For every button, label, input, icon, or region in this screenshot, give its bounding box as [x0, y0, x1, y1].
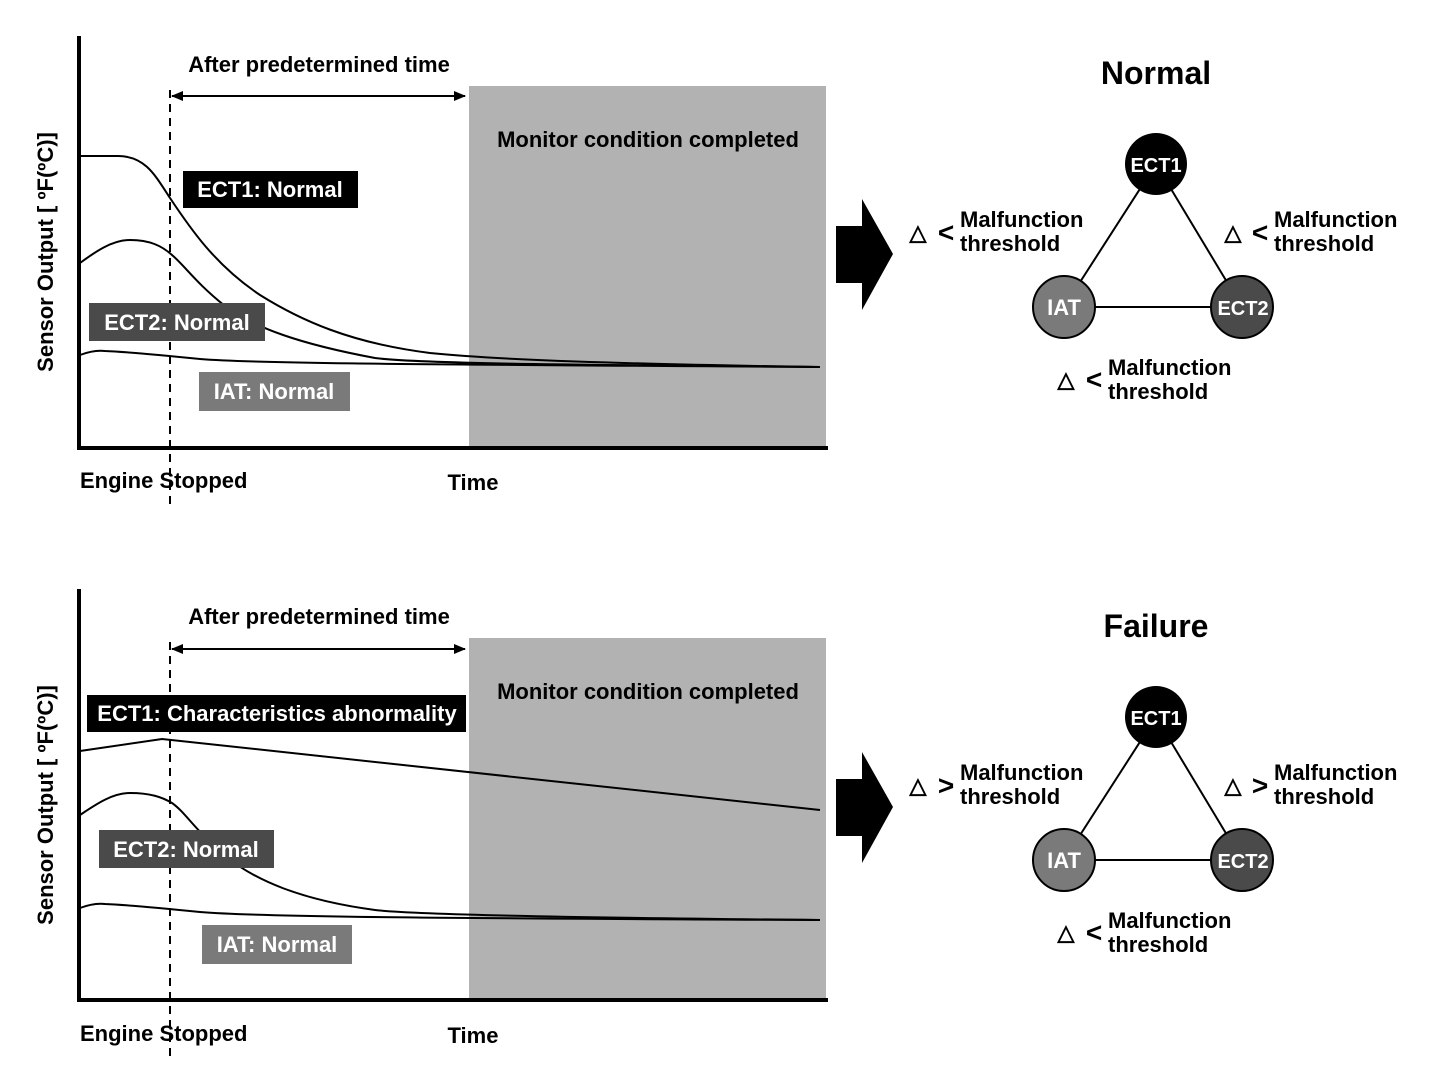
threshold-line1: Malfunction — [960, 207, 1083, 232]
x-label-engine-stopped: Engine Stopped — [80, 1021, 247, 1046]
compare-symbol: > — [938, 770, 954, 801]
compare-symbol: < — [938, 217, 954, 248]
compare-symbol: < — [1086, 917, 1102, 948]
threshold-line1: Malfunction — [1108, 908, 1231, 933]
ect1-label-box: ECT1: Characteristics abnormality — [87, 695, 466, 732]
threshold-line2: threshold — [1274, 231, 1374, 256]
node-ect1-label: ECT1 — [1130, 155, 1181, 177]
monitor-label: Monitor condition completed — [497, 679, 799, 704]
node-ect1-label: ECT1 — [1130, 708, 1181, 730]
iat-curve — [79, 902, 821, 921]
ect1-label: ECT1: Characteristics abnormality — [97, 701, 457, 726]
threshold-line2: threshold — [1108, 932, 1208, 957]
ect2-label-box: ECT2: Normal — [89, 303, 265, 341]
iat-label-box: IAT: Normal — [199, 372, 350, 411]
x-label-engine-stopped: Engine Stopped — [80, 468, 247, 493]
ect2-label: ECT2: Normal — [104, 310, 249, 335]
delta-icon: △ — [1057, 367, 1076, 392]
ect1-label: ECT1: Normal — [197, 177, 342, 202]
diagram-title: Normal — [1101, 55, 1211, 91]
threshold-line2: threshold — [960, 231, 1060, 256]
diagram-title: Failure — [1104, 608, 1209, 644]
top-panel: Monitor condition completed After predet… — [33, 36, 1397, 510]
threshold-line1: Malfunction — [960, 760, 1083, 785]
sensor-triangle-diagram: Normal ECT1 IAT ECT2 △ < Malfunction thr… — [909, 55, 1398, 404]
ect2-label: ECT2: Normal — [113, 837, 258, 862]
delta-icon: △ — [1224, 220, 1243, 245]
node-ect1 — [1125, 686, 1187, 748]
delta-icon: △ — [1057, 920, 1076, 945]
compare-symbol: > — [1252, 770, 1268, 801]
node-ect2-label: ECT2 — [1217, 298, 1268, 320]
ect1-label-box: ECT1: Normal — [183, 171, 358, 208]
sensor-triangle-diagram: Failure ECT1 IAT ECT2 △ > Malfunction th… — [909, 608, 1398, 957]
x-label-time: Time — [448, 470, 499, 495]
node-ect1 — [1125, 133, 1187, 195]
interval-label: After predetermined time — [188, 52, 450, 77]
iat-label-box: IAT: Normal — [202, 925, 352, 964]
compare-symbol: < — [1252, 217, 1268, 248]
iat-curve — [79, 349, 821, 368]
threshold-line2: threshold — [1274, 784, 1374, 809]
delta-icon: △ — [909, 220, 928, 245]
big-arrow-icon — [836, 752, 893, 863]
node-iat-label: IAT — [1047, 848, 1081, 873]
delta-icon: △ — [1224, 773, 1243, 798]
threshold-bottom: △ < Malfunction threshold — [1057, 355, 1232, 404]
ect2-label-box: ECT2: Normal — [99, 830, 274, 868]
threshold-right: △ > Malfunction threshold — [1224, 760, 1398, 809]
iat-label: IAT: Normal — [214, 379, 335, 404]
node-iat — [1032, 828, 1096, 892]
monitor-region — [469, 86, 826, 447]
node-ect2 — [1210, 828, 1274, 892]
iat-label: IAT: Normal — [217, 932, 338, 957]
x-label-time: Time — [448, 1023, 499, 1048]
threshold-left: △ < Malfunction threshold — [909, 207, 1084, 256]
monitor-region — [469, 638, 826, 999]
threshold-line1: Malfunction — [1108, 355, 1231, 380]
node-ect2 — [1210, 275, 1274, 339]
threshold-line2: threshold — [1108, 379, 1208, 404]
ect1-curve — [80, 155, 821, 368]
threshold-right: △ < Malfunction threshold — [1224, 207, 1398, 256]
monitor-label: Monitor condition completed — [497, 127, 799, 152]
bottom-panel: Monitor condition completed After predet… — [33, 589, 1397, 1060]
big-arrow-icon — [836, 199, 893, 310]
compare-symbol: < — [1086, 364, 1102, 395]
threshold-left: △ > Malfunction threshold — [909, 760, 1084, 809]
node-iat — [1032, 275, 1096, 339]
ect1-curve — [79, 737, 821, 811]
ect2-curve — [79, 791, 821, 921]
threshold-line1: Malfunction — [1274, 760, 1397, 785]
threshold-line1: Malfunction — [1274, 207, 1397, 232]
interval-label: After predetermined time — [188, 604, 450, 629]
threshold-bottom: △ < Malfunction threshold — [1057, 908, 1232, 957]
node-iat-label: IAT — [1047, 295, 1081, 320]
delta-icon: △ — [909, 773, 928, 798]
y-axis-label: Sensor Output [ ºF(ºC)] — [33, 685, 58, 925]
y-axis-label: Sensor Output [ ºF(ºC)] — [33, 132, 58, 372]
threshold-line2: threshold — [960, 784, 1060, 809]
node-ect2-label: ECT2 — [1217, 851, 1268, 873]
